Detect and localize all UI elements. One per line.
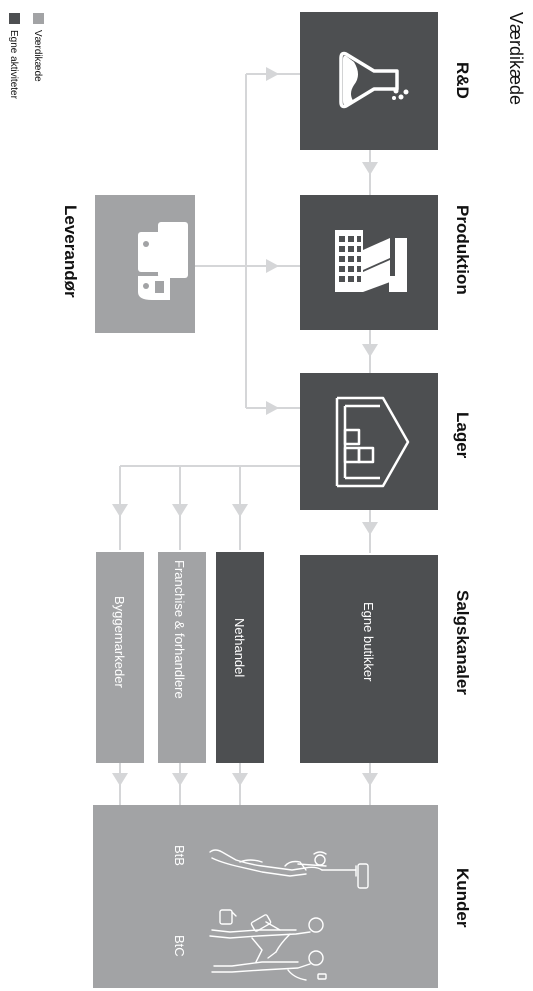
channel-nethandel-label: Nethandel [232, 618, 247, 678]
channel-franchise [158, 552, 206, 763]
arrow-lager-butikker [362, 522, 378, 535]
arrow-to-lager [266, 401, 279, 415]
lager-label: Lager [453, 412, 472, 459]
legend-label-value-chain: Værdikæde [32, 30, 43, 82]
kunder-box [93, 805, 438, 988]
kunder-label: Kunder [453, 868, 472, 928]
legend-swatch-own-activities [9, 13, 20, 24]
produktion-label: Produktion [453, 205, 472, 295]
arrow-to-byggemarkeder [112, 504, 128, 517]
arrow-to-produktion [266, 259, 279, 273]
leverandor-label: Leverandør [61, 205, 80, 298]
arrow-rd-produktion [362, 162, 378, 175]
arrow-to-franchise [172, 504, 188, 517]
arrow-to-rd [266, 67, 279, 81]
legend-swatch-value-chain [33, 13, 44, 24]
channel-nethandel [216, 552, 264, 763]
salgskanaler-label: Salgskanaler [453, 590, 472, 695]
rd-label: R&D [453, 62, 472, 99]
legend-label-own-activities: Egne aktiviteter [8, 30, 19, 99]
arrow-franchise-kunder [172, 773, 188, 786]
rd-box [300, 12, 438, 150]
arrow-byggemarkeder-kunder [112, 773, 128, 786]
channel-byggemarkeder [96, 552, 144, 763]
diagram-title: Værdikæde [506, 12, 526, 106]
arrow-butikker-kunder [362, 773, 378, 786]
btc-label: BtC [172, 935, 187, 957]
channel-egne-butikker-label: Egne butikker [361, 602, 376, 682]
channel-byggemarkeder-label: Byggemarkeder [112, 596, 127, 688]
arrow-nethandel-kunder [232, 773, 248, 786]
btb-label: BtB [172, 845, 187, 866]
channel-egne-butikker [300, 555, 438, 763]
arrow-produktion-lager [362, 344, 378, 357]
arrow-to-nethandel [232, 504, 248, 517]
channel-franchise-label: Franchise & forhandlere [172, 560, 187, 699]
